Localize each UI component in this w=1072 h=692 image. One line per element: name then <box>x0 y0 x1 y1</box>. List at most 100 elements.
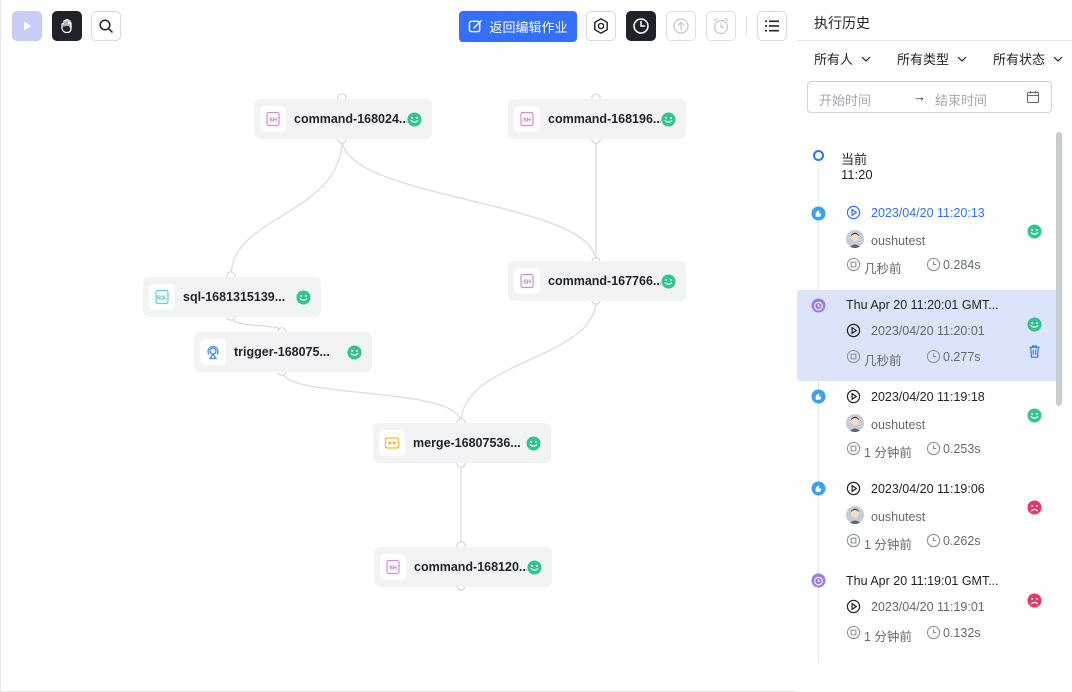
failed-face-icon <box>1027 500 1042 515</box>
history-button[interactable] <box>626 11 656 41</box>
run-time[interactable]: 2023/04/20 11:20:01 <box>871 324 985 338</box>
date-range-picker[interactable]: 开始时间 → 结束时间 <box>807 81 1052 113</box>
stop-icon <box>846 349 861 364</box>
run-time[interactable]: 2023/04/20 11:19:01 <box>871 600 985 614</box>
search-button[interactable] <box>91 11 121 41</box>
trigger-node-icon <box>200 339 226 365</box>
run-time[interactable]: 2023/04/20 11:19:06 <box>871 482 985 496</box>
dag-node[interactable]: merge-16807536... <box>373 423 551 463</box>
current-time: 11:20 <box>841 167 873 182</box>
alarm-icon <box>713 17 729 35</box>
dag-node[interactable]: SH command-168120... <box>374 547 552 587</box>
clock-icon <box>633 18 649 34</box>
hand-icon <box>61 18 72 34</box>
dag-node[interactable]: SH command-168196... <box>508 99 686 139</box>
upload-icon <box>673 18 689 34</box>
stop-icon <box>846 441 861 456</box>
start-date-input[interactable]: 开始时间 <box>819 93 872 108</box>
edge-n1-n4 <box>341 138 597 263</box>
node-label: command-167766... <box>548 274 661 288</box>
manual-run-icon <box>811 481 826 496</box>
dag-node[interactable]: SH command-168024... <box>254 99 432 139</box>
success-face-icon <box>661 111 676 127</box>
edge-n3-n5 <box>230 315 283 333</box>
elapsed-ago: 1 分钟前 <box>864 538 912 552</box>
current-label: 当前 <box>841 152 868 167</box>
success-face-icon <box>1027 224 1042 239</box>
merge-node-icon <box>379 430 405 456</box>
elapsed-ago: 几秒前 <box>864 262 902 276</box>
node-label: command-168196... <box>548 112 661 126</box>
owner-filter[interactable]: 所有人 <box>814 49 872 68</box>
play-icon <box>24 21 32 31</box>
chevron-down-icon <box>861 56 871 62</box>
scheduled-run-icon <box>811 573 826 588</box>
run-time[interactable]: 2023/04/20 11:20:13 <box>871 206 985 220</box>
svg-text:SH: SH <box>389 566 397 572</box>
command-node-icon: SH <box>260 106 286 132</box>
duration-clock-icon <box>926 533 941 548</box>
svg-text:SQL: SQL <box>157 296 168 302</box>
duration-clock-icon <box>926 625 941 640</box>
elapsed-ago: 1 分钟前 <box>864 446 912 460</box>
elapsed-ago: 几秒前 <box>864 354 902 368</box>
sql-node-icon: SQL <box>149 284 175 310</box>
toolbar-divider <box>746 16 747 36</box>
duration: 0.284s <box>943 258 981 272</box>
command-node-icon: SH <box>380 554 406 580</box>
node-label: sql-1681315139... <box>183 290 286 304</box>
user-name: oushutest <box>871 234 926 248</box>
edge-n4-n6 <box>460 299 597 424</box>
manual-run-icon <box>811 389 826 404</box>
stop-icon <box>846 533 861 548</box>
status-filter[interactable]: 所有状态 <box>993 49 1064 68</box>
settings-button[interactable] <box>586 11 616 41</box>
execution-history-panel: 执行历史 所有人 所有类型 所有状态 开始时间 → 结束时间 当前 11:20 <box>797 0 1072 692</box>
run-time[interactable]: 2023/04/20 11:19:18 <box>871 390 985 404</box>
type-filter-label: 所有类型 <box>897 52 950 67</box>
divider <box>797 40 1072 41</box>
edge-n1-n3 <box>230 138 343 277</box>
command-node-icon: SH <box>514 106 540 132</box>
end-date-input[interactable]: 结束时间 <box>935 93 988 108</box>
publish-button[interactable] <box>666 11 696 41</box>
edge-n5-n6 <box>281 370 462 424</box>
history-entry[interactable]: 2023/04/20 11:19:06 oushutest 1 分钟前 0.26… <box>797 478 1059 562</box>
user-name: oushutest <box>871 510 926 524</box>
run-icon <box>846 323 861 338</box>
dag-canvas[interactable]: 返回编辑作业 SH command-168024... SH command-1… <box>0 0 797 692</box>
edit-icon <box>469 20 483 33</box>
run-button[interactable] <box>12 11 42 41</box>
duration: 0.262s <box>943 534 981 548</box>
list-view-button[interactable] <box>757 11 787 41</box>
history-scrollbar[interactable] <box>1056 132 1062 406</box>
history-timeline[interactable]: 当前 11:20 2023/04/20 11:20:13 oushutest 几… <box>797 130 1059 662</box>
type-filter[interactable]: 所有类型 <box>897 49 968 68</box>
dag-node[interactable]: SH command-167766... <box>508 261 686 301</box>
history-entry-selected[interactable]: Thu Apr 20 11:20:01 GMT... 2023/04/20 11… <box>797 290 1059 381</box>
pan-button[interactable] <box>52 11 82 41</box>
stop-icon <box>846 257 861 272</box>
owner-filter-label: 所有人 <box>814 52 854 67</box>
elapsed-ago: 1 分钟前 <box>864 630 912 644</box>
command-node-icon: SH <box>514 268 540 294</box>
history-entry[interactable]: 2023/04/20 11:19:18 oushutest 1 分钟前 0.25… <box>797 386 1059 470</box>
dag-node[interactable]: SQL sql-1681315139... <box>143 277 321 317</box>
duration-clock-icon <box>926 349 941 364</box>
timeline-line <box>818 170 819 662</box>
dag-node[interactable]: trigger-168075... <box>194 332 372 372</box>
duration: 0.277s <box>943 350 981 364</box>
success-face-icon <box>347 344 362 360</box>
success-face-icon <box>527 559 542 575</box>
svg-text:SH: SH <box>269 118 277 124</box>
history-entry[interactable]: Thu Apr 20 11:19:01 GMT... 2023/04/20 11… <box>797 570 1059 662</box>
schedule-title: Thu Apr 20 11:19:01 GMT... <box>846 574 999 588</box>
node-label: trigger-168075... <box>234 345 330 359</box>
history-entry[interactable]: 2023/04/20 11:20:13 oushutest 几秒前 0.284s <box>797 194 1059 278</box>
avatar <box>846 506 864 524</box>
success-face-icon <box>407 111 422 127</box>
delete-icon[interactable] <box>1027 344 1042 359</box>
duration-clock-icon <box>926 257 941 272</box>
schedule-button[interactable] <box>706 11 736 41</box>
back-to-edit-button[interactable]: 返回编辑作业 <box>459 11 577 42</box>
